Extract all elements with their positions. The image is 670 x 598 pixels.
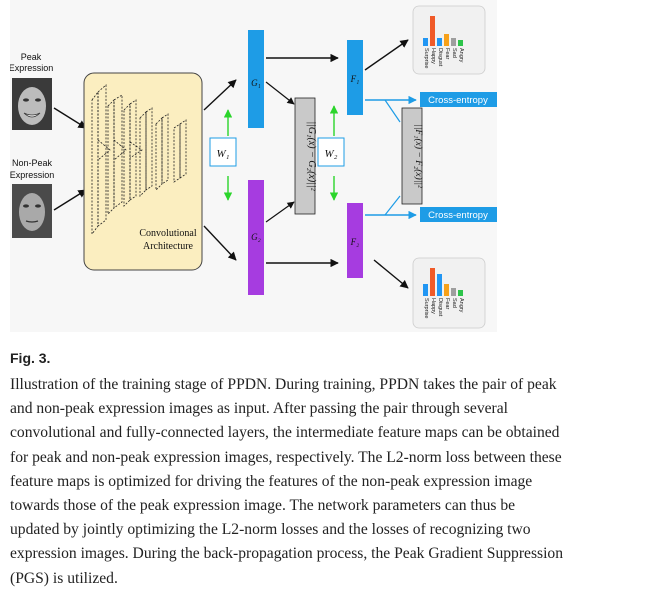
- hist-bottom-class-sad: Sad: [451, 298, 457, 308]
- conv-to-g2-arrow: [203, 225, 237, 261]
- hist-bottom-bar-fear: [444, 284, 449, 296]
- figure-caption: Illustration of the training stage of PP…: [10, 373, 660, 591]
- hist-bottom-class-angry: Angry: [458, 298, 464, 313]
- bottom-expression-histogram: Surprise Happy Disgust Fear Sad Angry: [412, 257, 486, 329]
- l2-loss-g-label: ||G₁(x) − G₂(x)||²: [306, 121, 317, 191]
- non-peak-input-arrow: [53, 189, 87, 211]
- g1-feature-bar: [248, 30, 264, 128]
- hist-bottom-class-fear: Fear: [444, 298, 450, 309]
- conv-label-line2: Architecture: [143, 241, 194, 252]
- hist-top-bar-happy: [430, 16, 435, 46]
- f1-to-hist-arrow: [364, 39, 409, 71]
- hist-top-bar-fear: [444, 34, 449, 46]
- f2-to-l2f-line: [384, 195, 401, 216]
- f2-label: F₂: [350, 237, 360, 247]
- hist-bottom-bar-disgust: [437, 274, 442, 296]
- hist-top-bar-surprise: [423, 38, 428, 46]
- hist-top-bar-angry: [458, 40, 463, 46]
- f1-label: F₁: [350, 74, 360, 84]
- non-peak-label-line1: Non-Peak: [12, 158, 53, 168]
- hist-top-class-happy: Happy: [430, 48, 436, 64]
- caption-line: towards those of the peak expression ima…: [10, 497, 516, 515]
- l2-loss-f-box: [401, 107, 423, 205]
- g2-feature-bar: [248, 180, 264, 295]
- peak-label-line2: Expression: [10, 63, 53, 73]
- w1-box: [209, 137, 237, 167]
- hist-top-bar-sad: [451, 38, 456, 46]
- peak-input-arrow: [53, 107, 87, 129]
- g2-label: G₂: [251, 232, 261, 242]
- non-peak-face-image: [12, 184, 52, 238]
- caption-line: expression images. During the back-propa…: [10, 545, 564, 563]
- w1-label: W₁: [217, 148, 230, 160]
- hist-bottom-bar-angry: [458, 290, 463, 296]
- figure-number: Fig. 3.: [10, 350, 51, 366]
- hist-top-class-disgust: Disgust: [437, 48, 443, 67]
- f2-feature-bar: [347, 203, 363, 278]
- caption-line: Illustration of the training stage of PP…: [10, 376, 557, 393]
- peak-label-line1: Peak: [21, 52, 42, 62]
- caption-line: feature maps is optimized for driving th…: [10, 472, 533, 490]
- f1-feature-bar: [347, 40, 363, 115]
- figure: Peak Expression Non-Peak Expression: [10, 0, 497, 332]
- caption-line: (PGS) is utilized.: [10, 569, 118, 587]
- cross-entropy-bottom-box: [420, 207, 497, 222]
- conv-label-line1: Convolutional: [139, 228, 196, 239]
- cross-entropy-bottom-label: Cross-entropy: [428, 210, 488, 221]
- caption-line: for peak and non-peak expression images,…: [10, 448, 562, 466]
- g1-to-l2-arrow: [265, 81, 295, 105]
- top-expression-histogram: Surprise Happy Disgust Fear Sad Angry: [412, 5, 486, 75]
- hist-top-bar-disgust: [437, 38, 442, 46]
- conv-architecture-box: [83, 72, 203, 271]
- peak-face-image: [12, 78, 52, 130]
- hist-bottom-class-disgust: Disgust: [437, 298, 443, 317]
- l2-loss-g-box: [294, 97, 316, 215]
- caption-line: convolutional and fully-connected layers…: [10, 424, 560, 442]
- hist-bottom-class-happy: Happy: [430, 298, 436, 314]
- hist-top-class-surprise: Surprise: [423, 48, 429, 68]
- hist-top-class-fear: Fear: [444, 48, 450, 59]
- g1-label: G₁: [251, 78, 261, 88]
- conv-layers: [91, 84, 187, 236]
- g2-to-l2-arrow: [265, 201, 295, 223]
- non-peak-label-line2: Expression: [10, 170, 54, 180]
- cross-entropy-top-label: Cross-entropy: [428, 95, 488, 106]
- hist-bottom-bar-happy: [430, 268, 435, 296]
- f1-to-l2f-line: [384, 99, 401, 123]
- conv-to-g1-arrow: [203, 79, 237, 111]
- l2-loss-f-label: ||F₁(x) − F₂(x)||²: [413, 124, 424, 188]
- w2-label: W₂: [325, 148, 338, 160]
- hist-bottom-bar-surprise: [423, 284, 428, 296]
- hist-bottom-class-surprise: Surprise: [423, 298, 429, 318]
- w2-box: [317, 137, 345, 167]
- f2-to-hist-arrow: [373, 259, 409, 289]
- hist-bottom-bar-sad: [451, 288, 456, 296]
- caption-line: and non-peak expression images as input.…: [10, 400, 509, 418]
- cross-entropy-top-box: [420, 92, 497, 107]
- hist-top-class-angry: Angry: [458, 48, 464, 63]
- hist-top-class-sad: Sad: [451, 48, 457, 58]
- caption-line: updated by jointly optimizing the L2-nor…: [10, 521, 531, 539]
